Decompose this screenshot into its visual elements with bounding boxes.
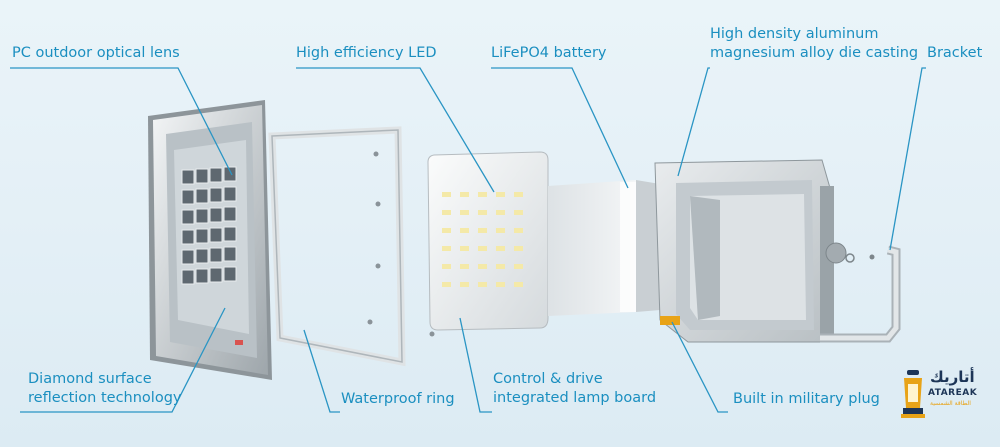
- label-military-plug: Built in military plug: [733, 390, 880, 409]
- lantern-icon: [901, 370, 925, 418]
- lens-grid: [181, 166, 237, 285]
- leader-waterproof: [303, 329, 340, 413]
- label-waterproof: Waterproof ring: [341, 390, 455, 409]
- logo-subtitle-text: الطاقة الشمسية: [930, 400, 971, 407]
- label-diamond-line2: reflection technology: [28, 390, 182, 406]
- brand-logo: أتاريك ATAREAK الطاقة الشمسية: [898, 366, 994, 426]
- leader-die-casting: [677, 67, 710, 177]
- label-pc-lens-text: PC outdoor optical lens: [12, 45, 180, 61]
- waterproof-ring: [268, 126, 435, 367]
- housing-die-casting: [654, 159, 855, 343]
- label-die-casting-line2: magnesium alloy die casting: [710, 45, 919, 61]
- bracket: [820, 245, 901, 343]
- leader-military-plug: [671, 321, 728, 413]
- label-military-plug-text: Built in military plug: [733, 391, 880, 407]
- label-led-text: High efficiency LED: [296, 45, 437, 61]
- label-waterproof-text: Waterproof ring: [341, 391, 455, 407]
- label-control: Control & drive integrated lamp board: [493, 370, 656, 408]
- leader-led: [296, 67, 495, 193]
- leader-battery: [491, 67, 629, 189]
- label-diamond-line1: Diamond surface: [28, 371, 152, 387]
- led-chips: [442, 192, 523, 287]
- label-battery-text: LiFePO4 battery: [491, 45, 607, 61]
- label-diamond: Diamond surface reflection technology: [28, 370, 182, 408]
- label-control-line1: Control & drive: [493, 371, 603, 387]
- optical-lens-frame: [148, 100, 272, 380]
- leader-bracket: [889, 67, 926, 251]
- label-pc-lens: PC outdoor optical lens: [12, 44, 180, 63]
- label-die-casting: High density aluminum magnesium alloy di…: [710, 25, 918, 63]
- leader-pc-lens: [10, 67, 233, 176]
- label-die-casting-line1: High density aluminum: [710, 26, 879, 42]
- battery-pack: [548, 180, 660, 316]
- mount-knob: [825, 242, 855, 264]
- led-board: [427, 151, 549, 331]
- leader-diamond: [20, 307, 226, 413]
- leader-lines: [10, 67, 926, 413]
- label-led: High efficiency LED: [296, 44, 437, 63]
- label-control-line2: integrated lamp board: [493, 390, 657, 406]
- label-bracket-text: Bracket: [927, 45, 983, 61]
- label-battery: LiFePO4 battery: [491, 44, 607, 63]
- label-bracket: Bracket: [927, 44, 982, 63]
- leader-control: [459, 317, 492, 413]
- logo-latin-text: ATAREAK: [928, 388, 978, 398]
- logo-arabic-text: أتاريك: [930, 368, 975, 386]
